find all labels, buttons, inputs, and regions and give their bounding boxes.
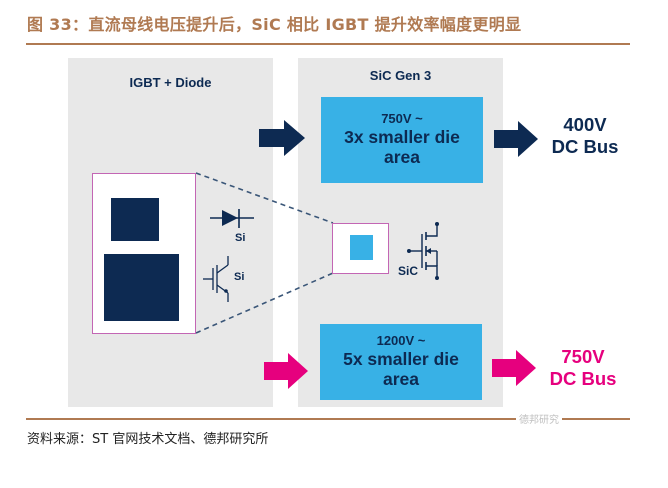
output-400v-voltage: 400V [563, 114, 607, 135]
igbt-diode-panel-title: IGBT + Diode [129, 75, 212, 90]
navy-arrow-in-icon [259, 120, 305, 156]
sic-die [350, 235, 373, 260]
igbt-si-label: Si [234, 271, 245, 283]
sic-750v-box: 750V ~ 3x smaller die area [321, 97, 483, 183]
sic-1200v-box-voltage: 1200V ~ [376, 333, 426, 349]
navy-arrow-out-icon [494, 121, 538, 157]
pink-arrow-in-icon [264, 353, 308, 389]
diode-symbol-icon [210, 209, 254, 228]
output-750v-dc-bus: 750V DC Bus [538, 346, 628, 390]
mosfet-symbol-icon [407, 222, 439, 280]
sic-die-frame [332, 223, 389, 274]
output-750v-label: DC Bus [549, 368, 617, 390]
zoom-line-bottom [195, 272, 334, 334]
diode-si-label: Si [235, 232, 246, 244]
sic-750v-box-line3: area [383, 147, 420, 168]
output-400v-label: DC Bus [551, 136, 619, 158]
si-die-frame [92, 173, 196, 334]
sic-1200v-box-line2: 5x smaller die [343, 349, 459, 370]
sic-750v-box-line2: 3x smaller die [344, 127, 460, 148]
pink-arrow-out-icon [492, 350, 536, 386]
igbt-symbol-icon [203, 256, 229, 302]
watermark: 德邦研究 [516, 411, 562, 426]
sic-gen3-panel-title: SiC Gen 3 [369, 68, 432, 83]
mosfet-sic-label: SiC [398, 264, 419, 278]
zoom-line-top [195, 172, 334, 224]
source-rule [26, 418, 630, 420]
title-rule [26, 43, 630, 45]
figure-title: 图 33：直流母线电压提升后，SiC 相比 IGBT 提升效率幅度更明显 [27, 15, 522, 34]
diode-die [111, 198, 159, 241]
output-400v-dc-bus: 400V DC Bus [540, 114, 630, 158]
sic-1200v-box-line3: area [382, 369, 419, 390]
sic-750v-box-voltage: 750V ~ [381, 111, 423, 127]
sic-1200v-box: 1200V ~ 5x smaller die area [320, 324, 482, 400]
igbt-die [104, 254, 179, 321]
output-750v-voltage: 750V [561, 346, 605, 367]
figure-source: 资料来源：ST 官网技术文档、德邦研究所 [27, 432, 269, 447]
